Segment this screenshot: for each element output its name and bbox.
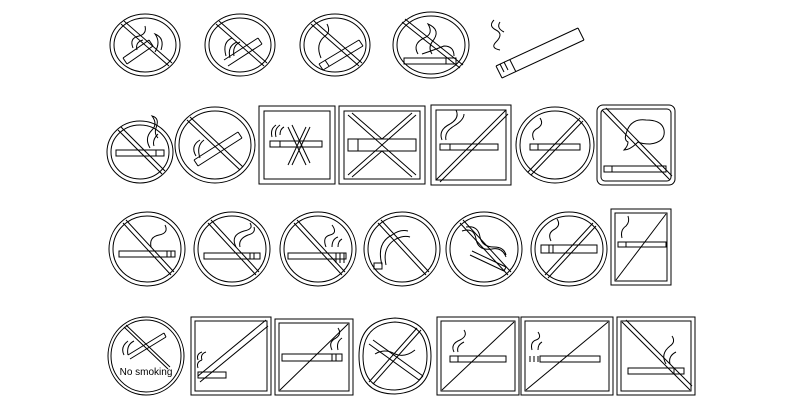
- no-smoking-icon: [105, 207, 189, 291]
- no-smoking-icon: [430, 104, 512, 186]
- no-smoking-icon: [512, 102, 598, 188]
- no-smoking-icon: [527, 207, 611, 291]
- no-smoking-icon: [106, 315, 186, 397]
- no-smoking-icon: [274, 318, 354, 396]
- no-smoking-label: No smoking: [106, 362, 186, 378]
- no-smoking-icon: [442, 207, 526, 291]
- no-smoking-icon: [200, 10, 280, 80]
- no-smoking-icon: [190, 316, 272, 396]
- no-smoking-icon: [616, 316, 696, 396]
- no-smoking-icon: [190, 207, 274, 291]
- no-smoking-icon: [360, 207, 444, 291]
- no-smoking-icon: [295, 10, 375, 80]
- no-smoking-icon: [172, 102, 258, 188]
- no-smoking-icon: [104, 102, 176, 188]
- cigarette-icon: [482, 14, 587, 82]
- no-smoking-icon: [105, 10, 185, 80]
- no-smoking-icon: [520, 316, 614, 396]
- no-smoking-icon: [596, 104, 676, 186]
- no-smoking-icon: [388, 8, 474, 82]
- no-smoking-icon: [276, 207, 360, 291]
- no-smoking-icon: [355, 314, 435, 398]
- no-smoking-icon: [436, 316, 520, 396]
- no-smoking-icon: [258, 105, 336, 185]
- no-smoking-label-text: No smoking: [119, 367, 173, 378]
- no-smoking-icon: [338, 105, 426, 185]
- no-smoking-icon: [610, 208, 672, 286]
